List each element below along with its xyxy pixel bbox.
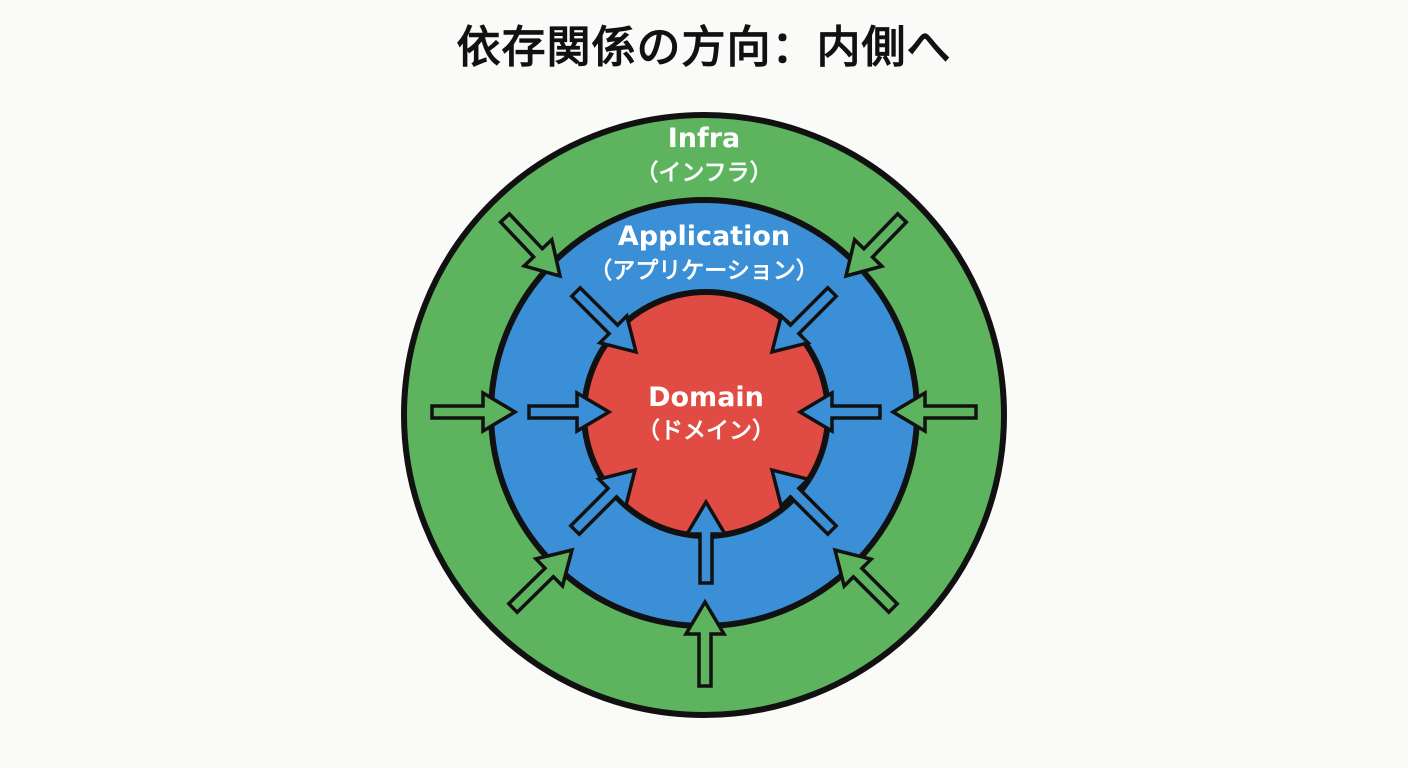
arrow-inner-down: [683, 498, 729, 585]
arrow-inner-up-left: [569, 285, 639, 355]
arrow-outer-up-right: [843, 211, 909, 279]
infra-subtitle: （インフラ）: [635, 159, 772, 186]
arrow-outer-down-right: [832, 547, 900, 615]
domain-label: Domain: [648, 382, 764, 413]
arrow-inner-down-left: [568, 467, 638, 537]
arrow-outer-left: [430, 389, 519, 435]
page-title: 依存関係の方向：内側へ: [456, 22, 952, 73]
arrow-inner-right: [796, 389, 882, 435]
arrow-inner-left: [527, 389, 613, 435]
arrow-outer-right: [889, 389, 978, 435]
infra-label: Infra: [668, 123, 741, 154]
arrow-outer-up-left: [498, 211, 563, 279]
dependency-arrows: [430, 211, 978, 688]
arrow-outer-down-left: [506, 547, 575, 615]
arrow-outer-down: [682, 598, 728, 688]
application-subtitle: （アプリケーション）: [589, 257, 819, 284]
application-label: Application: [618, 221, 790, 252]
domain-subtitle: （ドメイン）: [637, 417, 775, 444]
arrow-inner-up-right: [769, 285, 839, 355]
arrow-inner-down-right: [769, 467, 839, 537]
